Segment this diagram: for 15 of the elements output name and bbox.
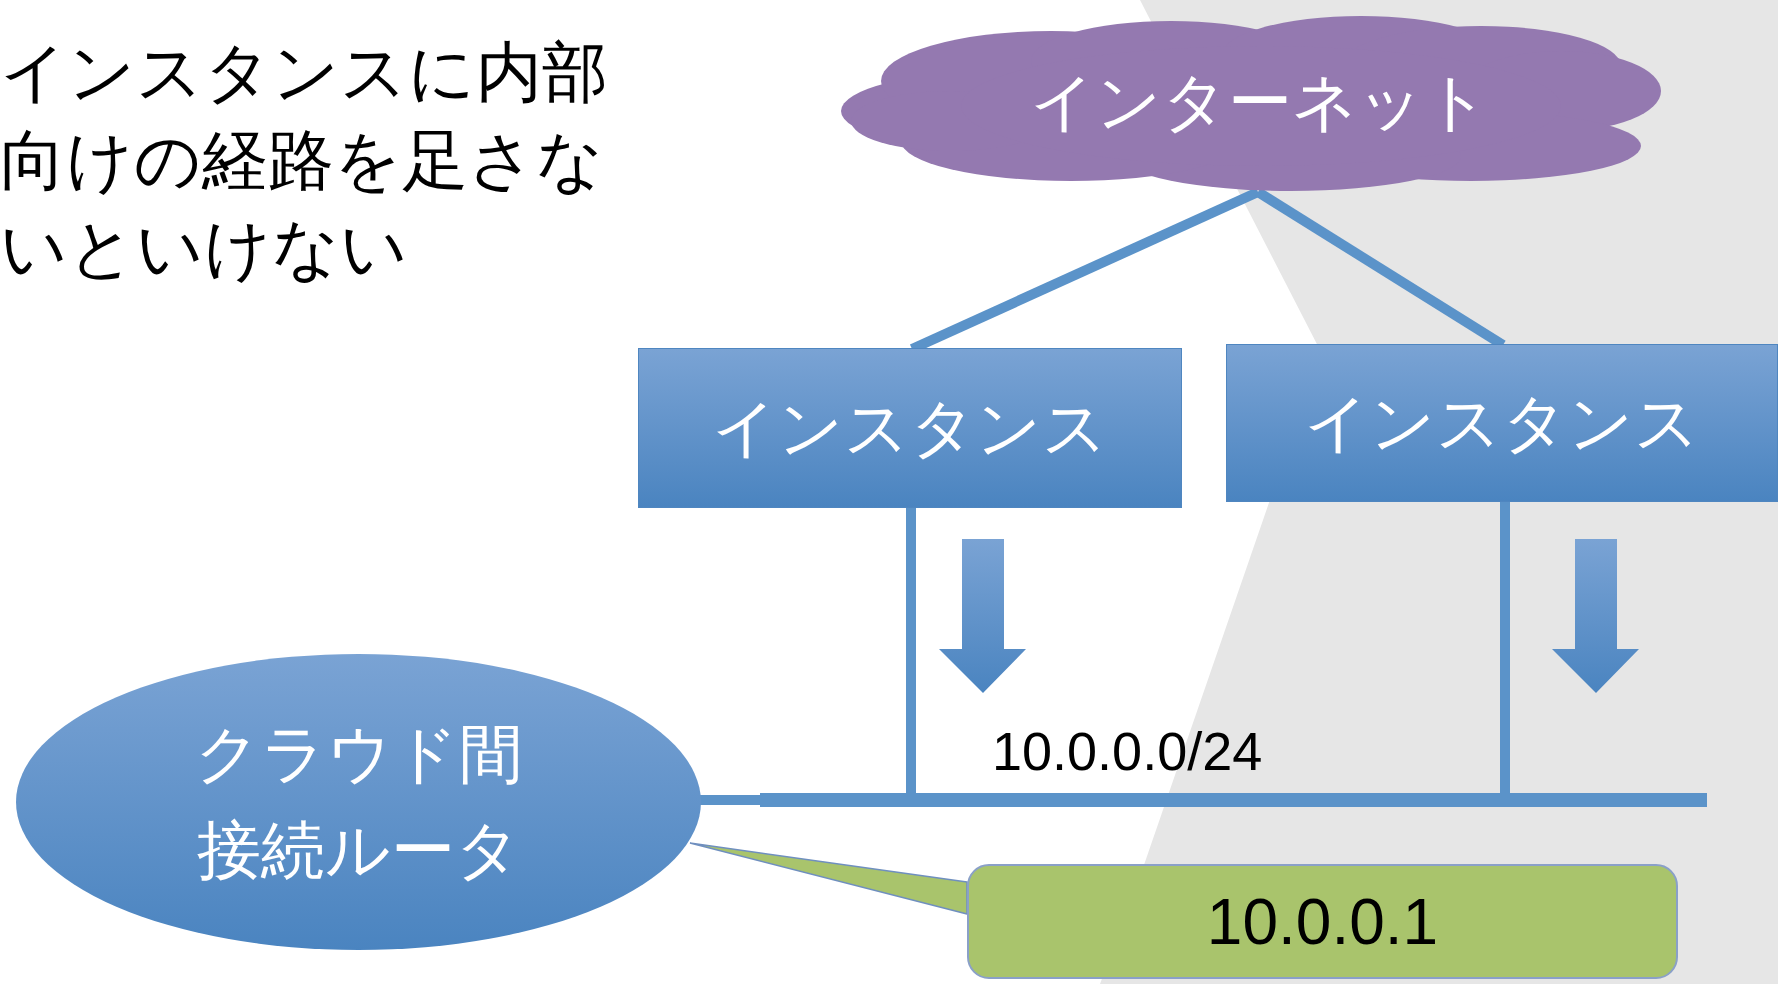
- connector-line: [700, 795, 760, 805]
- node-label: インターネット: [1029, 65, 1490, 140]
- node-label: 10.0.0.1: [1206, 884, 1439, 960]
- callout-tail: [689, 842, 968, 915]
- node-label: インスタンス: [712, 391, 1108, 466]
- callout-box: [967, 864, 1678, 979]
- process-box: [638, 348, 1182, 508]
- network-bus-bar: [760, 793, 1707, 807]
- node-label: クラウド間接続ルータ: [193, 717, 524, 888]
- process-box: [1226, 344, 1778, 502]
- node-label: インスタンス: [1304, 386, 1700, 461]
- connector-line: [906, 508, 916, 793]
- subnet-label: 10.0.0.0/24: [992, 721, 1263, 781]
- title-text: インスタンスに内部向けの経路を足さないといけない: [0, 34, 609, 287]
- connector-line: [1500, 502, 1510, 793]
